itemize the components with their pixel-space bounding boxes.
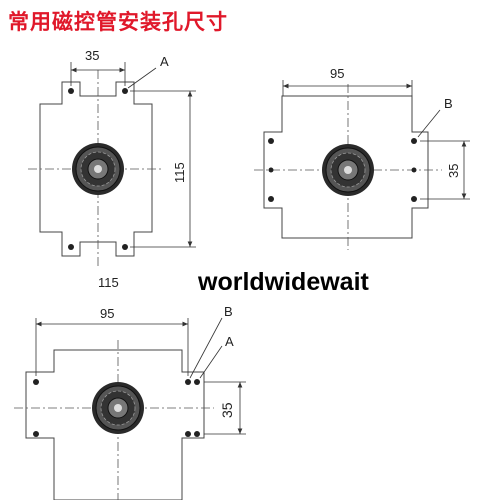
diagram-2: 95 B 35 xyxy=(254,66,470,250)
mount-hole xyxy=(122,88,128,94)
mount-hole xyxy=(33,431,39,437)
watermark-text: worldwidewait xyxy=(198,268,369,296)
diagram-2-dim-top: 95 xyxy=(330,66,344,81)
mount-hole xyxy=(411,196,417,202)
diagram-1-label-a: A xyxy=(160,54,169,69)
diagram-2-dim-right: 35 xyxy=(446,164,461,178)
mount-hole xyxy=(122,244,128,250)
mount-hole xyxy=(268,196,274,202)
diagram-1-dim-top: 35 xyxy=(85,48,99,63)
mount-hole xyxy=(194,431,200,437)
mount-hole xyxy=(194,379,200,385)
mount-hole xyxy=(268,138,274,144)
magnetron-core xyxy=(71,142,125,196)
diagram-3: 95 B A 35 xyxy=(14,304,246,500)
mount-hole xyxy=(411,138,417,144)
diagram-3-label-b: B xyxy=(224,304,233,319)
page-title: 常用磁控管安装孔尺寸 xyxy=(8,9,228,34)
diagram-1-dim-bottom: 115 xyxy=(98,275,119,290)
diagram-3-dim-right: 35 xyxy=(219,402,235,418)
diagram-3-label-a: A xyxy=(225,334,234,349)
mount-hole xyxy=(185,431,191,437)
diagram-2-label-b: B xyxy=(444,96,453,111)
mount-hole xyxy=(268,167,274,173)
magnetron-core xyxy=(321,143,375,197)
magnetron-core xyxy=(91,381,145,435)
mount-hole xyxy=(33,379,39,385)
mount-hole xyxy=(185,379,191,385)
mount-hole xyxy=(68,88,74,94)
diagram-1-dim-right: 115 xyxy=(172,162,187,183)
mount-hole xyxy=(411,167,417,173)
diagram-3-dim-top: 95 xyxy=(100,306,114,321)
diagram-1: 35 A 115 115 xyxy=(28,48,196,290)
mount-hole xyxy=(68,244,74,250)
